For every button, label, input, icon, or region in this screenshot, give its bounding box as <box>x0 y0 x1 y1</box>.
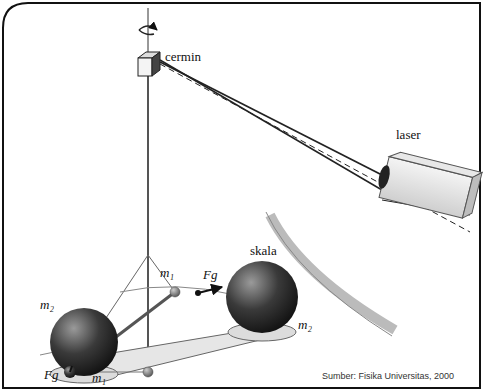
source-note: Sumber: Fisika Universitas, 2000 <box>322 372 454 381</box>
part-name: laser <box>396 128 421 141</box>
force-label: Fg <box>44 368 58 381</box>
part-name: cermin <box>165 50 201 63</box>
mass-label: m₁ <box>160 266 174 279</box>
part-name: skala <box>250 244 277 257</box>
mass-label: m₂ <box>40 298 54 311</box>
mass-label: m₂ <box>298 318 312 331</box>
force-label: Fg <box>203 268 217 281</box>
mass-label: m₁ <box>92 371 106 384</box>
